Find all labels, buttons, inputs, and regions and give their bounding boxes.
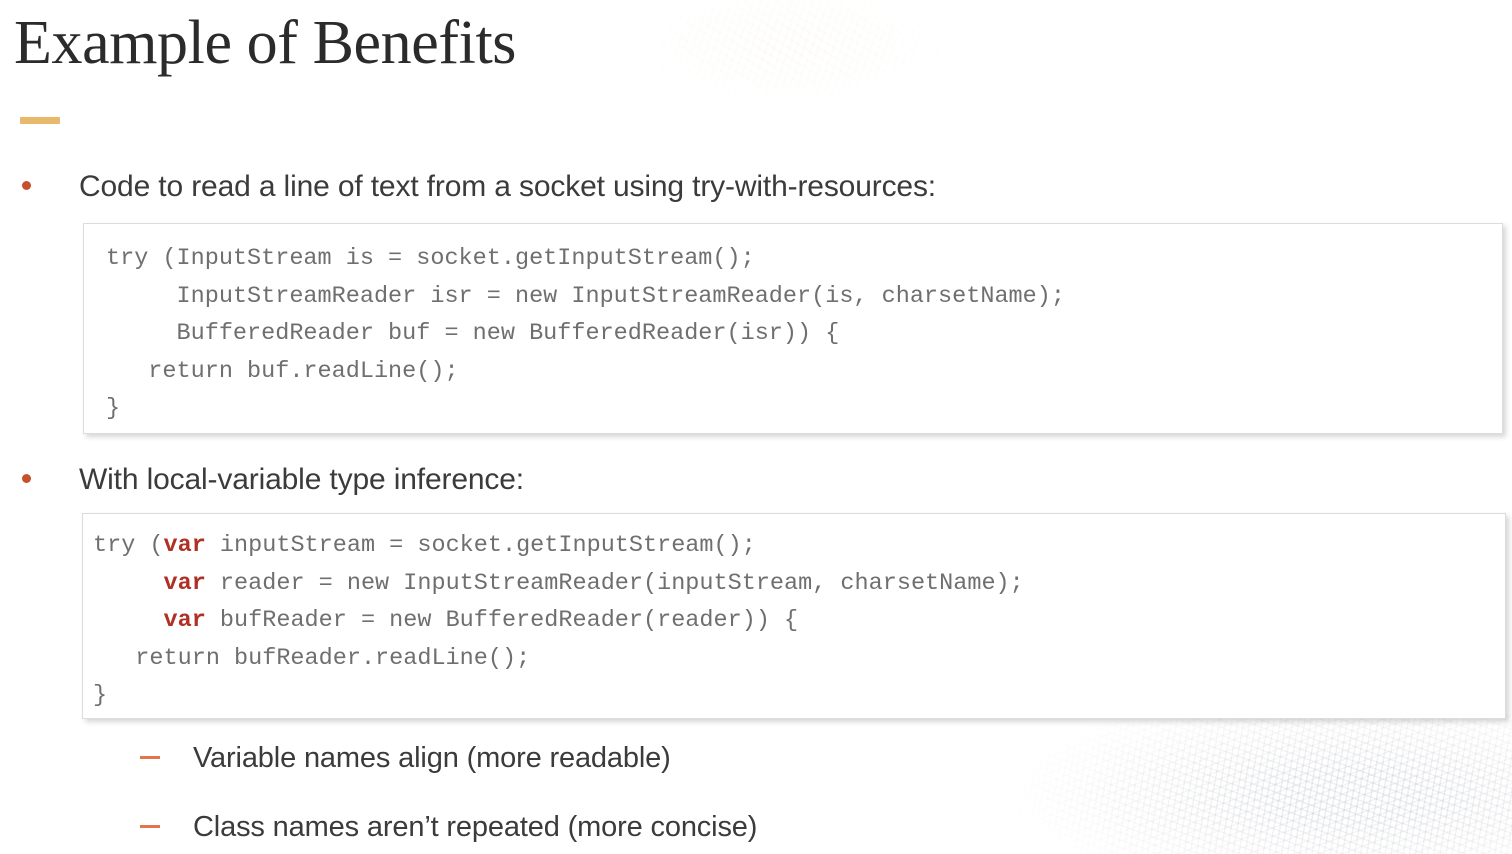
decorative-texture-bottom-right [952,714,1512,854]
dash-icon [140,825,160,828]
bullet-label-2: With local-variable type inference: [79,463,524,496]
sub-bullet-item-1: Variable names align (more readable) [140,742,671,775]
sub-bullet-item-2: Class names aren’t repeated (more concis… [140,811,757,844]
code-block-var-inference: try (var inputStream = socket.getInputSt… [82,513,1506,719]
sub-bullet-label-2: Class names aren’t repeated (more concis… [193,811,758,843]
decorative-texture-top-right [660,0,1090,110]
code-text-explicit-types: try (InputStream is = socket.getInputStr… [106,245,1065,422]
bullet-dot-icon [22,181,31,190]
dash-icon [140,756,160,759]
bullet-label-1: Code to read a line of text from a socke… [79,170,936,203]
sub-bullet-label-1: Variable names align (more readable) [193,742,671,774]
bullet-item-2: With local-variable type inference: [22,463,524,497]
bullet-dot-icon [22,474,31,483]
title-accent-rule [20,117,60,124]
bullet-item-1: Code to read a line of text from a socke… [22,170,936,204]
slide-title: Example of Benefits [14,9,517,77]
code-text-var-inference: try (var inputStream = socket.getInputSt… [93,532,1024,709]
code-block-explicit-types: try (InputStream is = socket.getInputStr… [83,223,1503,434]
